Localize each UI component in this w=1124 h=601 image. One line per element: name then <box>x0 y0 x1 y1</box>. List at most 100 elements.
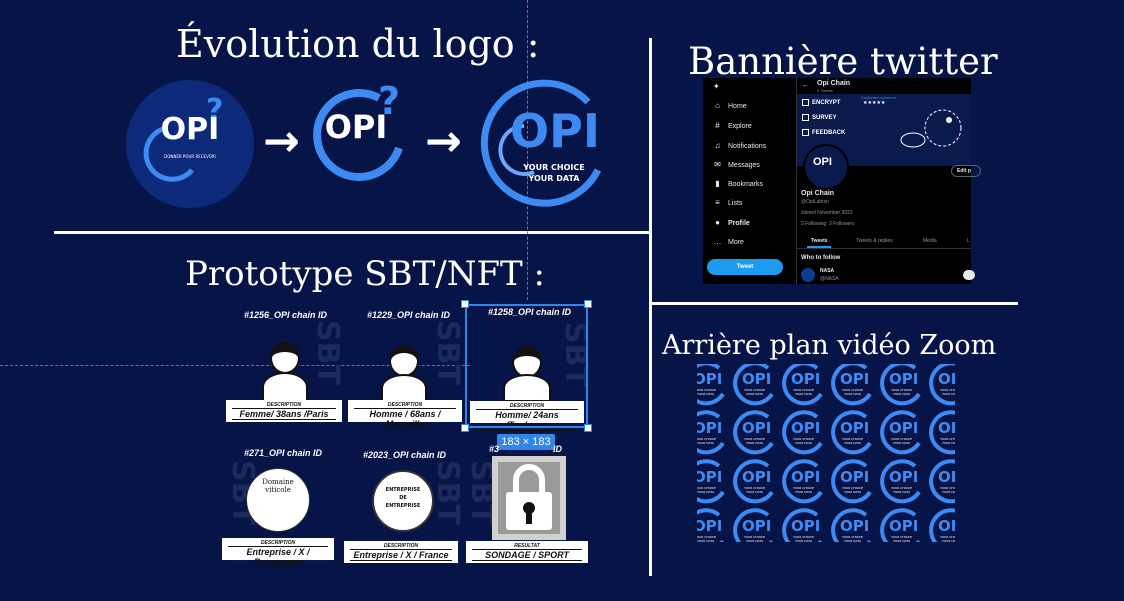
banner-item-feedback: FEEDBACK <box>812 130 846 136</box>
desc-label: DESCRIPTION <box>509 403 545 409</box>
profile-handle: @OpiLaboin <box>801 199 829 205</box>
zoom-logo-tagline-1: YOUR CHOICE <box>891 388 912 392</box>
zoom-logo-tagline-1: YOUR CHOICE <box>744 437 765 441</box>
selection-handle-br[interactable] <box>584 424 592 432</box>
divider-vertical-top <box>649 38 652 576</box>
zoom-logo-tagline-2: YOUR DATA <box>893 392 910 396</box>
selection-box[interactable] <box>465 304 588 428</box>
profile-following[interactable]: 3 Following <box>801 221 827 227</box>
editor-guide-vertical <box>527 0 528 300</box>
zoom-logo-tagline-2: YOUR DATA <box>844 441 861 445</box>
zoom-logo-text: OPI <box>889 419 919 437</box>
tab-tweets[interactable]: Tweets <box>811 238 828 244</box>
zoom-logo-text: OPI <box>938 370 955 388</box>
zoom-logo-text: OPI <box>840 517 870 535</box>
card-6-description: RESULTAT SONDAGE / SPORT <box>466 541 588 563</box>
follow-button[interactable] <box>963 270 975 280</box>
card-6-id-suffix: ID <box>553 444 562 454</box>
zoom-logo-tagline-2: YOUR DATA <box>893 490 910 494</box>
nav-more[interactable]: …More <box>713 237 744 246</box>
zoom-logo-tagline-2: YOUR DATA <box>942 490 955 494</box>
logo-v1-subtitle: DONNER POUR RECEVOIR <box>164 154 216 159</box>
svg-text:?: ? <box>378 79 400 123</box>
zoom-logo-tagline-1: YOUR CHOICE <box>744 535 765 539</box>
tab-tweets-replies[interactable]: Tweets & replies <box>856 238 893 244</box>
desc-label: DESCRIPTION <box>260 540 296 546</box>
zoom-logo-tagline-1: YOUR CHOICE <box>842 486 863 490</box>
suggest-name[interactable]: NASA <box>820 268 835 274</box>
tab-media[interactable]: Media <box>923 238 937 244</box>
edit-profile-button[interactable]: Edit p <box>951 165 981 177</box>
desc-value: Entreprise / X / France <box>350 549 452 561</box>
zoom-logo-ring <box>929 364 955 406</box>
zoom-logo-ring <box>733 508 774 542</box>
checkbox-icon <box>802 129 809 136</box>
nav-home[interactable]: ⌂Home <box>713 101 747 110</box>
zoom-logo-ring <box>880 364 921 406</box>
zoom-logo-tagline-2: YOUR DATA <box>942 392 955 396</box>
zoom-logo-tagline-1: YOUR CHOICE <box>891 437 912 441</box>
tab-likes[interactable]: L <box>967 238 970 244</box>
zoom-logo-text: OPI <box>938 419 955 437</box>
zoom-logo-ring <box>782 508 823 542</box>
zoom-logo-tagline-2: YOUR DATA <box>795 392 812 396</box>
nav-notifications[interactable]: ♫Notifications <box>713 141 767 150</box>
zoom-logo-tagline-2: YOUR DATA <box>697 490 714 494</box>
card-1-id: #1256_OPI chain ID <box>244 310 328 320</box>
profile-avatar-text: OPI <box>813 156 832 168</box>
zoom-logo-ring <box>697 508 725 542</box>
column-divider <box>796 78 797 284</box>
zoom-logo-tagline-1: YOUR CHOICE <box>744 388 765 392</box>
logo-v3-tagline-1: YOUR CHOICE <box>523 163 585 172</box>
banner-stars: ★★★★★ <box>863 100 886 106</box>
suggest-handle: @NASA <box>820 276 839 282</box>
zoom-logo-ring <box>831 364 872 406</box>
profile-icon: ● <box>715 218 720 227</box>
tab-underline <box>807 246 831 248</box>
desc-value: Homme/ 24ans /Toulouse <box>476 409 578 431</box>
nav-messages[interactable]: ✉Messages <box>713 160 760 169</box>
card-2-description: DESCRIPTION Homme / 68ans / Marseille <box>348 400 462 430</box>
selection-handle-tl[interactable] <box>461 300 469 308</box>
svg-text:?: ? <box>206 93 223 128</box>
selection-handle-tr[interactable] <box>584 300 592 308</box>
nav-messages-label: Messages <box>728 162 760 169</box>
desc-value: SONDAGE / SPORT <box>472 549 582 561</box>
banner-doodle <box>900 109 962 148</box>
zoom-logo-tagline-2: YOUR DATA <box>746 441 763 445</box>
zoom-logo-ring <box>733 410 774 455</box>
watermark-sbt-1: SBT <box>310 320 345 385</box>
card-2-id: #1229_OPI chain ID <box>367 310 451 320</box>
back-arrow-icon[interactable]: ← <box>802 82 809 89</box>
zoom-logo-text: OPI <box>742 517 772 535</box>
zoom-logo-tagline-1: YOUR CHOICE <box>793 535 814 539</box>
card-2-avatar-body <box>381 374 427 402</box>
nasa-avatar <box>801 268 815 282</box>
nav-explore[interactable]: #Explore <box>713 121 752 130</box>
nav-lists[interactable]: ≡Lists <box>713 198 742 207</box>
nav-profile[interactable]: ●Profile <box>713 218 750 227</box>
zoom-logo-text: OPI <box>742 370 772 388</box>
zoom-logo-text: OPI <box>938 517 955 535</box>
tweet-button[interactable]: Tweet <box>707 259 783 275</box>
profile-followers[interactable]: 3 Followers <box>829 221 855 227</box>
banner-item-survey: SURVEY <box>812 115 837 121</box>
lock-icon <box>506 464 552 530</box>
card-4-description: DESCRIPTION Entreprise / X / Bourgogne <box>222 538 334 568</box>
twitter-bird-icon: ✦ <box>713 82 720 91</box>
nav-bookmarks[interactable]: ▮Bookmarks <box>713 179 763 188</box>
arrow-icon-1: → <box>263 116 300 167</box>
selection-handle-bl[interactable] <box>461 424 469 432</box>
nav-explore-label: Explore <box>728 123 752 130</box>
zoom-logo-tagline-1: YOUR CHOICE <box>842 535 863 539</box>
